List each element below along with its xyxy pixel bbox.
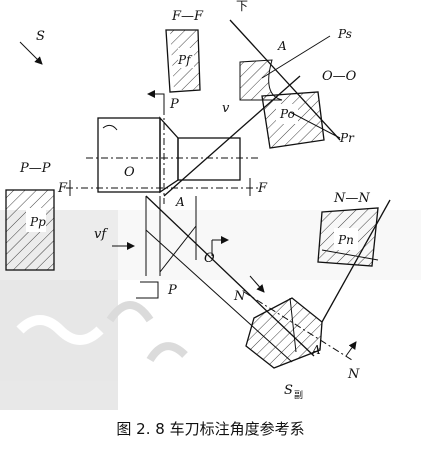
label-vf: vf [94,227,108,242]
label-oo: O—O [322,69,357,84]
label-pp-title: P—P [19,161,51,176]
workpiece-hatched [239,59,283,101]
label-pr: Pr [339,131,355,145]
label-nn: N—N [333,191,370,206]
line-ps-upper [261,35,331,79]
label-a3: A [311,343,321,357]
label-f-left: F [57,181,68,196]
label-a1: A [277,39,287,53]
figure-caption: 图 2. 8 车刀标注角度参考系 [116,420,305,438]
section-ff [165,29,201,93]
label-o-center: O [124,165,135,180]
line-v [163,75,301,197]
tool-tip-lower [245,297,323,369]
line-tip-right [321,199,391,323]
tool-body [86,108,260,204]
label-pn: Pn [337,233,354,247]
line-pr [289,111,341,139]
label-pf: Pf [177,53,193,67]
section-po [261,91,325,149]
label-p-upper: P [169,97,179,112]
label-f-right: F [257,181,268,196]
label-n-right: N [347,367,360,382]
label-s-sub: 副 [294,390,303,401]
marker-p-lower [136,281,159,299]
label-v: v [222,101,230,116]
label-top-mark: 下 [236,0,248,13]
section-pp [5,189,55,271]
label-o-lower: O [204,251,215,266]
label-n-mid: N [233,289,246,304]
label-s-bottom: S [284,383,293,398]
label-ff: F—F [171,9,204,24]
label-pp: Pp [29,215,46,229]
label-po: Po [279,107,295,121]
label-s-top: S [36,29,45,44]
label-ps: Ps [337,27,352,41]
marker-p-upper [152,93,165,108]
label-p-lower: P [167,283,177,298]
label-a2: A [175,195,185,209]
s-direction-arrow [19,41,43,65]
